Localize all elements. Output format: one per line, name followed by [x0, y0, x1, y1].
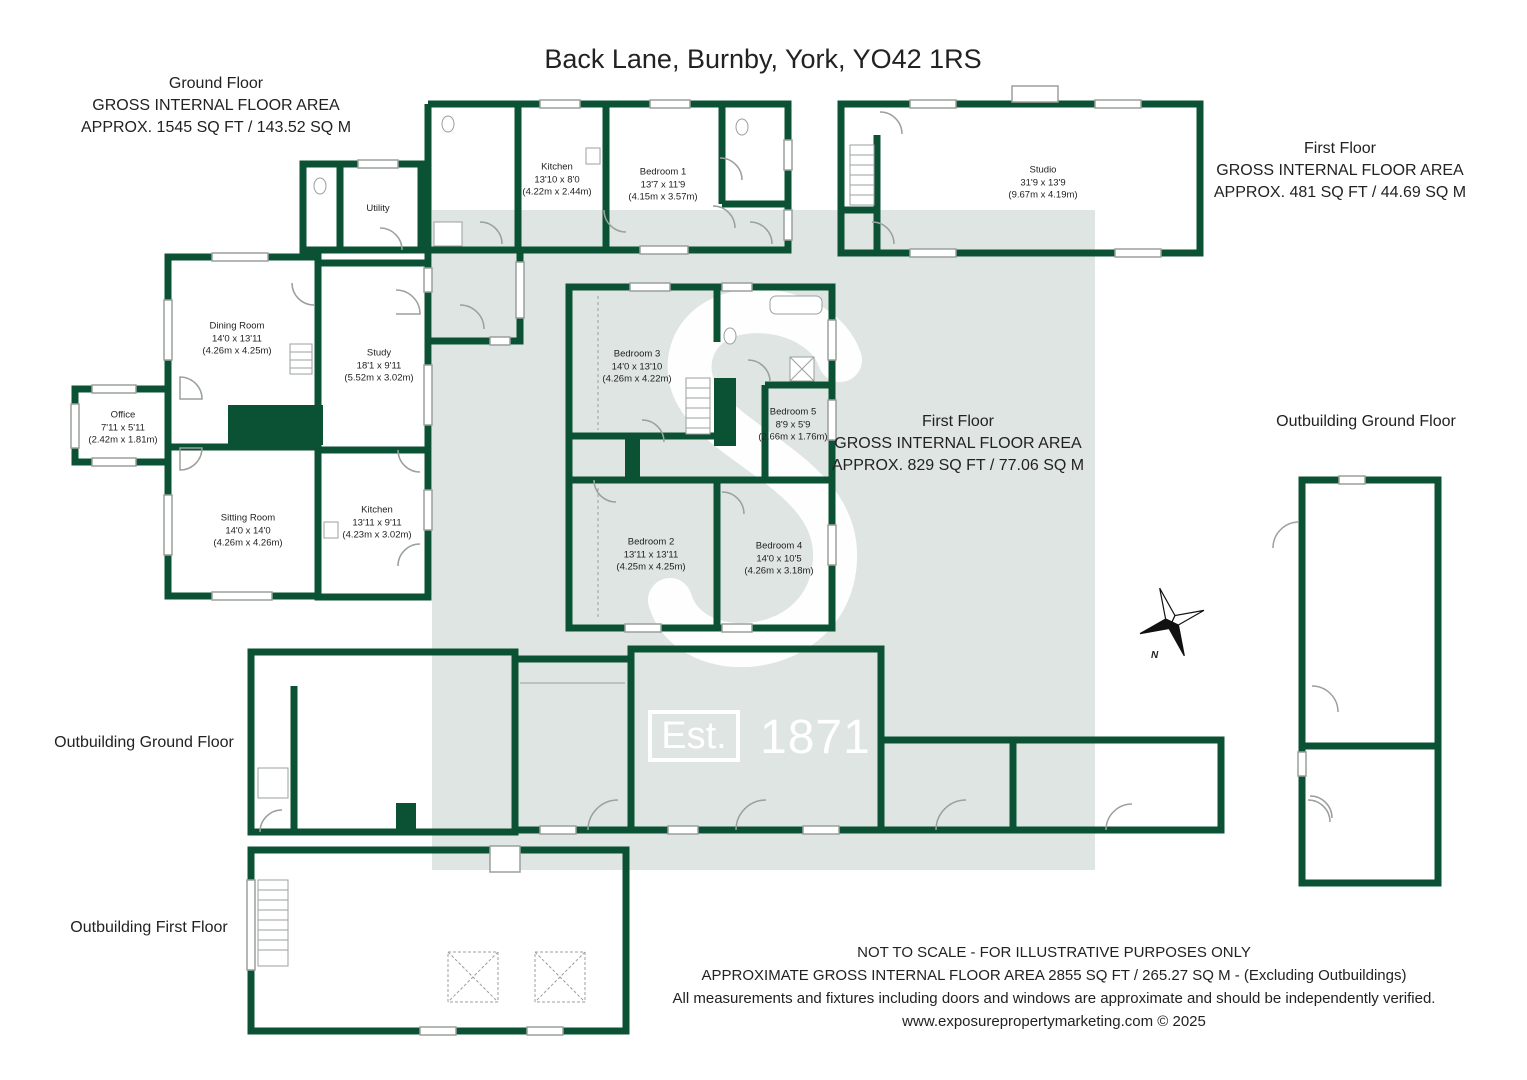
room-metric: (4.26m x 3.18m): [744, 565, 814, 577]
watermark-est-box: Est.: [648, 710, 740, 762]
disclaimer-line-2: APPROXIMATE GROSS INTERNAL FLOOR AREA 28…: [701, 967, 1407, 984]
room-name: Bedroom 4: [755, 540, 803, 552]
hob-fixture-annex: [585, 147, 601, 165]
watermark-s-letter: [648, 289, 862, 668]
room-metric: (4.25m x 4.25m): [616, 561, 686, 573]
toilet-fixture-3: [313, 177, 327, 195]
outbuilding-ground-label-right: Outbuilding Ground Floor: [1276, 413, 1456, 430]
room-bedroom-2: Bedroom 2 13'11 x 13'11 (4.25m x 4.25m): [616, 536, 685, 574]
studio-walls: [837, 100, 1204, 257]
room-dims: 14'0 x 13'10: [611, 360, 663, 372]
room-metric: (9.67m x 4.19m): [1008, 189, 1078, 201]
ground-floor-area-block: Ground Floor GROSS INTERNAL FLOOR AREA A…: [81, 73, 351, 139]
room-name: Utility: [366, 202, 390, 214]
bath-fixture: [769, 295, 823, 315]
room-metric: (4.26m x 4.22m): [602, 373, 672, 385]
room-name: Dining Room: [209, 320, 265, 332]
room-dining-room: Dining Room 14'0 x 13'11 (4.26m x 4.25m): [202, 320, 271, 358]
ground-floor-gia: GROSS INTERNAL FLOOR AREA: [92, 97, 340, 114]
stair-block: [714, 378, 736, 446]
studio-floor-name: First Floor: [1304, 140, 1376, 157]
room-dims: 13'7 x 11'9: [640, 178, 686, 190]
ground-floor-approx: APPROX. 1545 SQ FT / 143.52 SQ M: [80, 119, 352, 136]
room-bedroom-1: Bedroom 1 13'7 x 11'9 (4.15m x 3.57m): [628, 166, 697, 204]
stairs-ground: [289, 343, 313, 375]
ground-floor-name: Ground Floor: [168, 75, 264, 92]
studio-floor-gia: GROSS INTERNAL FLOOR AREA: [1216, 162, 1464, 179]
room-dims: 14'0 x 14'0: [225, 524, 271, 536]
disclaimer-line-1: NOT TO SCALE - FOR ILLUSTRATIVE PURPOSES…: [857, 944, 1251, 961]
first-floor-walls: [565, 283, 836, 632]
disclaimer-block: NOT TO SCALE - FOR ILLUSTRATIVE PURPOSES…: [673, 941, 1436, 1033]
outbuilding-first-label: Outbuilding First Floor: [70, 919, 228, 936]
room-dims: 13'10 x 8'0: [534, 173, 580, 185]
room-name: Office: [110, 409, 136, 421]
room-name: Bedroom 1: [639, 166, 687, 178]
first-floor-gia: GROSS INTERNAL FLOOR AREA: [834, 435, 1082, 452]
room-name: Bedroom 2: [627, 536, 675, 548]
room-bedroom-3: Bedroom 3 14'0 x 13'10 (4.26m x 4.22m): [602, 348, 671, 386]
toilet-fixture: [441, 115, 455, 133]
room-name: Kitchen: [361, 504, 393, 516]
chimney-block: [228, 405, 323, 445]
hob-fixture: [323, 521, 339, 539]
room-dims: 14'0 x 13'11: [212, 332, 262, 344]
room-kitchen-ground: Kitchen 13'11 x 9'11 (4.23m x 3.02m): [342, 504, 411, 542]
first-floor-name: First Floor: [922, 413, 994, 430]
room-metric: (2.66m x 1.76m): [758, 431, 828, 443]
room-office: Office 7'11 x 5'11 (2.42m x 1.81m): [88, 409, 157, 447]
room-kitchen-annex: Kitchen 13'10 x 8'0 (4.22m x 2.44m): [522, 161, 591, 199]
first-floor-area-block: First Floor GROSS INTERNAL FLOOR AREA AP…: [832, 411, 1084, 477]
post-block: [396, 803, 416, 833]
room-study: Study 18'1 x 9'11 (5.52m x 3.02m): [344, 347, 413, 385]
room-name: Study: [366, 347, 392, 359]
stairs-outbuilding: [257, 767, 289, 799]
room-metric: (5.52m x 3.02m): [344, 372, 414, 384]
disclaimer-line-3: All measurements and fixtures including …: [672, 990, 1436, 1007]
room-dims: 13'11 x 9'11: [352, 516, 402, 528]
room-name: Bedroom 5: [769, 406, 817, 418]
studio-floor-approx: APPROX. 481 SQ FT / 44.69 SQ M: [1213, 184, 1467, 201]
room-metric: (4.26m x 4.26m): [213, 537, 283, 549]
compass-rose: [1139, 587, 1205, 657]
page-title: Back Lane, Burnby, York, YO42 1RS: [544, 44, 982, 74]
stairs-first: [685, 377, 711, 435]
toilet-fixture-4: [723, 327, 737, 345]
room-metric: (4.15m x 3.57m): [628, 191, 698, 203]
compass-north-label: N: [1151, 650, 1159, 661]
room-name: Sitting Room: [220, 512, 276, 524]
room-dims: 8'9 x 5'9: [775, 418, 811, 430]
room-name: Bedroom 3: [613, 348, 661, 360]
room-bedroom-4: Bedroom 4 14'0 x 10'5 (4.26m x 3.18m): [744, 540, 813, 578]
outbuilding-first-walls: [247, 846, 630, 1035]
first-floor-approx: APPROX. 829 SQ FT / 77.06 SQ M: [831, 457, 1085, 474]
room-bedroom-5: Bedroom 5 8'9 x 5'9 (2.66m x 1.76m): [758, 406, 827, 444]
studio-floor-area-block: First Floor GROSS INTERNAL FLOOR AREA AP…: [1214, 138, 1466, 204]
room-metric: (4.26m x 4.25m): [202, 345, 272, 357]
room-dims: 31'9 x 13'9: [1020, 176, 1066, 188]
right-outbuilding-walls: [1298, 476, 1442, 887]
toilet-fixture-2: [735, 118, 749, 136]
watermark-year: 1871: [760, 711, 871, 764]
room-metric: (4.22m x 2.44m): [522, 186, 592, 198]
room-metric: (2.42m x 1.81m): [88, 434, 158, 446]
room-dims: 13'11 x 13'11: [623, 548, 679, 560]
room-dims: 14'0 x 10'5: [756, 552, 802, 564]
room-metric: (4.23m x 3.02m): [342, 529, 412, 541]
outbuilding-ground-walls: [247, 645, 1225, 836]
room-dims: 7'11 x 5'11: [101, 421, 145, 433]
room-dims: 18'1 x 9'11: [356, 359, 402, 371]
chimney-block-upper: [625, 436, 640, 480]
stairs-annex: [433, 221, 463, 247]
room-utility: Utility: [366, 203, 389, 216]
room-name: Studio: [1029, 164, 1057, 176]
room-sitting-room: Sitting Room 14'0 x 14'0 (4.26m x 4.26m): [213, 512, 282, 550]
stairs-outbuilding-first: [257, 879, 289, 967]
room-studio: Studio 31'9 x 13'9 (9.67m x 4.19m): [1008, 164, 1077, 202]
disclaimer-website: www.exposurepropertymarketing.com © 2025: [902, 1013, 1206, 1030]
room-name: Kitchen: [541, 161, 573, 173]
outbuilding-ground-label-left: Outbuilding Ground Floor: [54, 734, 234, 751]
